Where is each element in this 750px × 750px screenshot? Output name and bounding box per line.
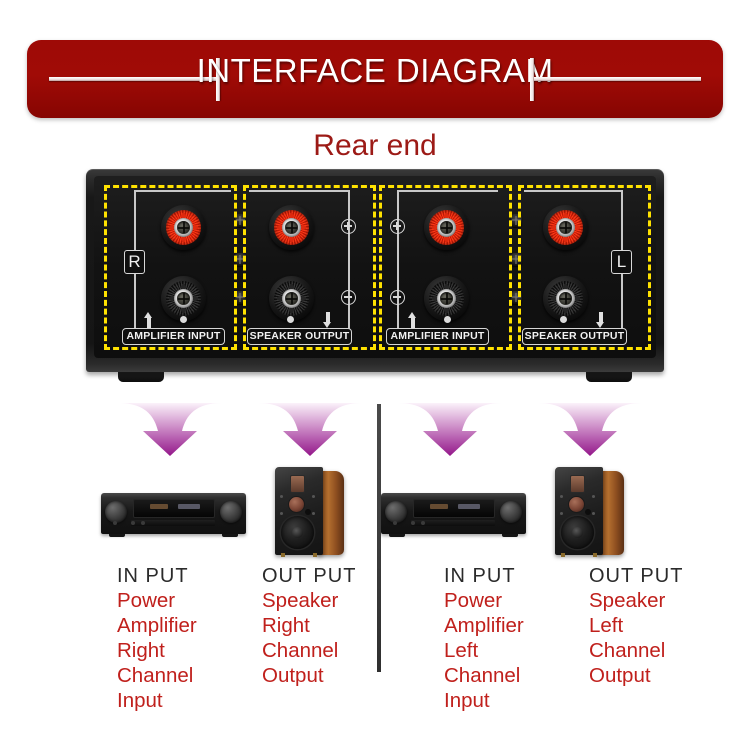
banner-cap-right <box>530 58 534 101</box>
title-banner: INTERFACE DIAGRAM <box>27 40 723 118</box>
section-right-speaker-output: SPEAKER OUTPUT <box>247 188 372 345</box>
flow-arrow-input-right <box>118 403 222 456</box>
caption-line: Speaker <box>262 589 339 612</box>
caption-heading: OUT PUT <box>262 565 357 587</box>
highlight-box-right-speaker-output <box>243 185 376 350</box>
caption-line: Output <box>262 664 324 687</box>
channel-badge-l: L <box>611 250 632 274</box>
red-binding-post[interactable] <box>161 205 206 250</box>
plus-polarity-icon <box>390 219 405 234</box>
arrow-down-icon <box>596 312 605 328</box>
panel-screw <box>511 253 522 266</box>
plus-polarity-icon <box>341 219 356 234</box>
caption-line: Input <box>444 689 490 712</box>
caption-line: Channel <box>117 664 194 687</box>
power-amplifier-image-left <box>381 489 526 537</box>
black-binding-post[interactable] <box>424 276 469 321</box>
caption-heading: IN PUT <box>444 565 516 587</box>
channel-badge-r: R <box>124 250 145 274</box>
device-chassis: R AMPLIFIER INPUT <box>86 169 664 372</box>
banner-cap-left <box>216 58 220 101</box>
section-left-speaker-output: L SPEAKER OUTPUT <box>522 188 647 345</box>
banner-rule-left <box>49 77 216 81</box>
caption-line: Right <box>262 614 310 637</box>
panel-screw <box>511 291 522 304</box>
black-binding-post[interactable] <box>161 276 206 321</box>
caption-line: Amplifier <box>444 614 524 637</box>
caption-input-right: IN PUT Power Amplifier Right Channel Inp… <box>117 565 197 713</box>
outline-top <box>249 190 350 192</box>
red-binding-post[interactable] <box>269 205 314 250</box>
black-binding-post[interactable] <box>269 276 314 321</box>
caption-line: Left <box>444 639 479 662</box>
chassis-foot-left <box>118 369 164 382</box>
arrow-up-icon <box>408 312 417 328</box>
banner-rule-right <box>534 77 701 81</box>
port-label-speaker-output: SPEAKER OUTPUT <box>522 328 627 345</box>
minus-polarity-icon <box>390 290 405 305</box>
dot-marker <box>560 316 567 323</box>
outline-top <box>134 190 231 192</box>
arrow-down-icon <box>323 312 332 328</box>
panel-screw <box>235 253 246 266</box>
caption-output-right: OUT PUT Speaker Right Channel Output <box>262 565 356 688</box>
section-right-amplifier-input: R AMPLIFIER INPUT <box>108 188 231 345</box>
caption-output-left: OUT PUT Speaker Left Channel Output <box>589 565 683 688</box>
caption-line: Amplifier <box>117 614 197 637</box>
red-binding-post[interactable] <box>543 205 588 250</box>
minus-polarity-icon <box>341 290 356 305</box>
power-amplifier-image-right <box>101 489 246 537</box>
chassis-foot-right <box>586 369 632 382</box>
flow-arrow-output-left <box>538 403 642 456</box>
port-label-speaker-output: SPEAKER OUTPUT <box>247 328 352 345</box>
red-binding-post[interactable] <box>424 205 469 250</box>
page-title: INTERFACE DIAGRAM <box>196 52 554 89</box>
panel-screw <box>235 291 246 304</box>
highlight-box-left-speaker-output <box>518 185 651 350</box>
caption-line: Output <box>589 664 651 687</box>
dot-marker <box>180 316 187 323</box>
outline-top <box>524 190 623 192</box>
caption-line: Left <box>589 614 624 637</box>
speaker-image-right <box>275 462 345 557</box>
caption-line: Input <box>117 689 163 712</box>
center-divider <box>377 404 381 672</box>
flow-arrow-output-right <box>258 403 362 456</box>
caption-line: Channel <box>262 639 339 662</box>
black-binding-post[interactable] <box>543 276 588 321</box>
speaker-image-left <box>555 462 625 557</box>
panel-screw <box>235 214 246 227</box>
caption-input-left: IN PUT Power Amplifier Left Channel Inpu… <box>444 565 524 713</box>
flow-arrow-input-left <box>398 403 502 456</box>
highlight-box-left-amplifier-input <box>379 185 512 350</box>
caption-line: Power <box>117 589 176 612</box>
device-faceplate: R AMPLIFIER INPUT <box>94 176 656 358</box>
highlight-box-right-amplifier-input <box>104 185 237 350</box>
caption-heading: IN PUT <box>117 565 189 587</box>
caption-line: Channel <box>444 664 521 687</box>
outline-right <box>348 190 350 330</box>
device-rear-panel: R AMPLIFIER INPUT <box>86 169 664 382</box>
dot-marker <box>444 316 451 323</box>
section-left-amplifier-input: AMPLIFIER INPUT <box>383 188 508 345</box>
dot-marker <box>287 316 294 323</box>
caption-line: Power <box>444 589 503 612</box>
outline-top <box>397 190 498 192</box>
caption-line: Right <box>117 639 165 662</box>
caption-heading: OUT PUT <box>589 565 684 587</box>
outline-left <box>397 190 399 330</box>
caption-line: Channel <box>589 639 666 662</box>
panel-screw <box>511 214 522 227</box>
port-label-amplifier-input: AMPLIFIER INPUT <box>386 328 489 345</box>
port-label-amplifier-input: AMPLIFIER INPUT <box>122 328 225 345</box>
arrow-up-icon <box>144 312 153 328</box>
caption-line: Speaker <box>589 589 666 612</box>
rear-end-label: Rear end <box>313 129 437 162</box>
